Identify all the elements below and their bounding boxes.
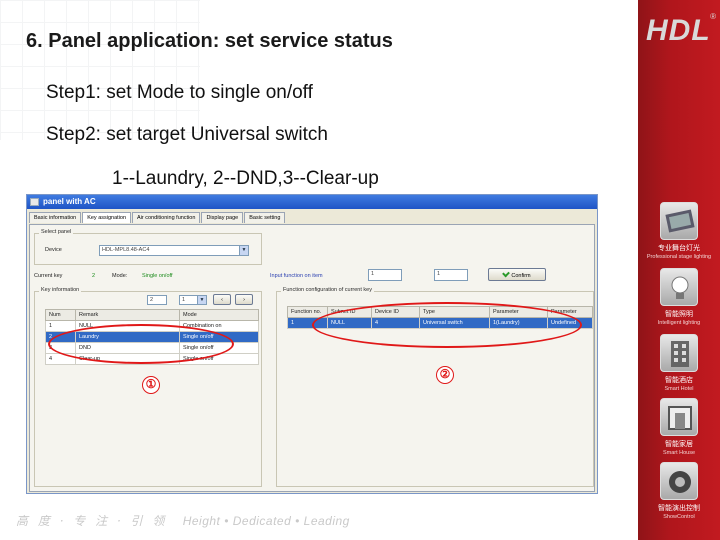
brand-item-intelligent-lighting: 智能照明 Intelligent lighting xyxy=(638,268,720,326)
show-control-icon xyxy=(660,462,698,500)
annotation-ellipse-2 xyxy=(312,302,582,348)
mode-value: Single on/off xyxy=(142,273,173,279)
chevron-down-icon: ▼ xyxy=(239,246,248,255)
tab-key-assignation[interactable]: Key assignation xyxy=(82,212,132,223)
current-key-value: 2 xyxy=(92,273,96,279)
footer-slogan-cn: 高 度 · 专 注 · 引 领 xyxy=(16,514,168,528)
window-titlebar[interactable]: panel with AC xyxy=(27,195,597,209)
registered-mark: ® xyxy=(710,12,716,21)
page-prev-button[interactable]: ‹ xyxy=(213,294,231,305)
footer-slogan-en: Height • Dedicated • Leading xyxy=(182,514,350,528)
brand-sidebar: HDL ® 专业舞台灯光 Professional stage lighting… xyxy=(638,0,720,540)
current-key-label: Current key xyxy=(34,273,63,279)
hdl-logo: HDL xyxy=(646,14,711,47)
input-from-field[interactable]: 1 xyxy=(368,269,402,281)
input-function-label: Input function on item xyxy=(270,273,323,279)
house-icon xyxy=(660,398,698,436)
tab-basic-information[interactable]: Basic information xyxy=(29,212,82,223)
key-count-spinner[interactable]: 2 xyxy=(147,295,167,305)
stage-lighting-icon xyxy=(660,202,698,240)
tab-basic-setting[interactable]: Basic setting xyxy=(244,212,286,223)
window-title: panel with AC xyxy=(43,197,96,206)
bulb-icon xyxy=(660,268,698,306)
brand-item-stage-lighting: 专业舞台灯光 Professional stage lighting xyxy=(638,202,720,260)
background-grid xyxy=(0,0,200,140)
brand-item-show-control: 智能演出控制 ShowControl xyxy=(638,462,720,520)
input-to-field[interactable]: 1 xyxy=(434,269,468,281)
checkmark-icon xyxy=(502,269,511,278)
hotel-icon xyxy=(660,334,698,372)
chevron-down-icon: ▼ xyxy=(197,296,206,304)
col-num[interactable]: Num xyxy=(45,309,76,321)
select-panel-group: Select panel Device HDL-MPL8.48-AC4 ▼ xyxy=(34,229,262,265)
footer-slogan: 高 度 · 专 注 · 引 领 Height • Dedicated • Lea… xyxy=(16,512,350,529)
step2-detail-text: 1--Laundry, 2--DND,3--Clear-up xyxy=(112,168,379,189)
step2-text: Step2: set target Universal switch xyxy=(46,124,328,145)
annotation-marker-2: ② xyxy=(436,366,454,384)
key-table-header: Num Remark Mode xyxy=(45,309,259,321)
confirm-button[interactable]: Confirm xyxy=(488,268,546,281)
brand-item-smart-hotel: 智能酒店 Smart Hotel xyxy=(638,334,720,392)
annotation-marker-1: ① xyxy=(142,376,160,394)
col-remark[interactable]: Remark xyxy=(75,309,180,321)
mode-label: Mode: xyxy=(112,273,128,279)
key-information-label: Key information xyxy=(39,287,82,293)
tab-display-page[interactable]: Display page xyxy=(201,212,244,223)
window-app-icon xyxy=(30,198,39,206)
tab-air-conditioning[interactable]: Air conditioning function xyxy=(132,212,201,223)
device-select[interactable]: HDL-MPL8.48-AC4 ▼ xyxy=(99,245,249,256)
annotation-ellipse-1 xyxy=(48,324,234,364)
col-mode[interactable]: Mode xyxy=(179,309,259,321)
page-next-button[interactable]: › xyxy=(235,294,253,305)
tab-strip: Basic information Key assignation Air co… xyxy=(29,212,286,224)
device-label: Device xyxy=(45,247,62,253)
slide-title: 6. Panel application: set service status xyxy=(26,30,393,52)
function-config-label: Function configuration of current key xyxy=(281,287,374,293)
select-panel-label: Select panel xyxy=(39,229,74,235)
key-page-select[interactable]: 1 ▼ xyxy=(179,295,207,305)
step1-text: Step1: set Mode to single on/off xyxy=(46,82,313,103)
brand-item-smart-house: 智能家居 Smart House xyxy=(638,398,720,456)
